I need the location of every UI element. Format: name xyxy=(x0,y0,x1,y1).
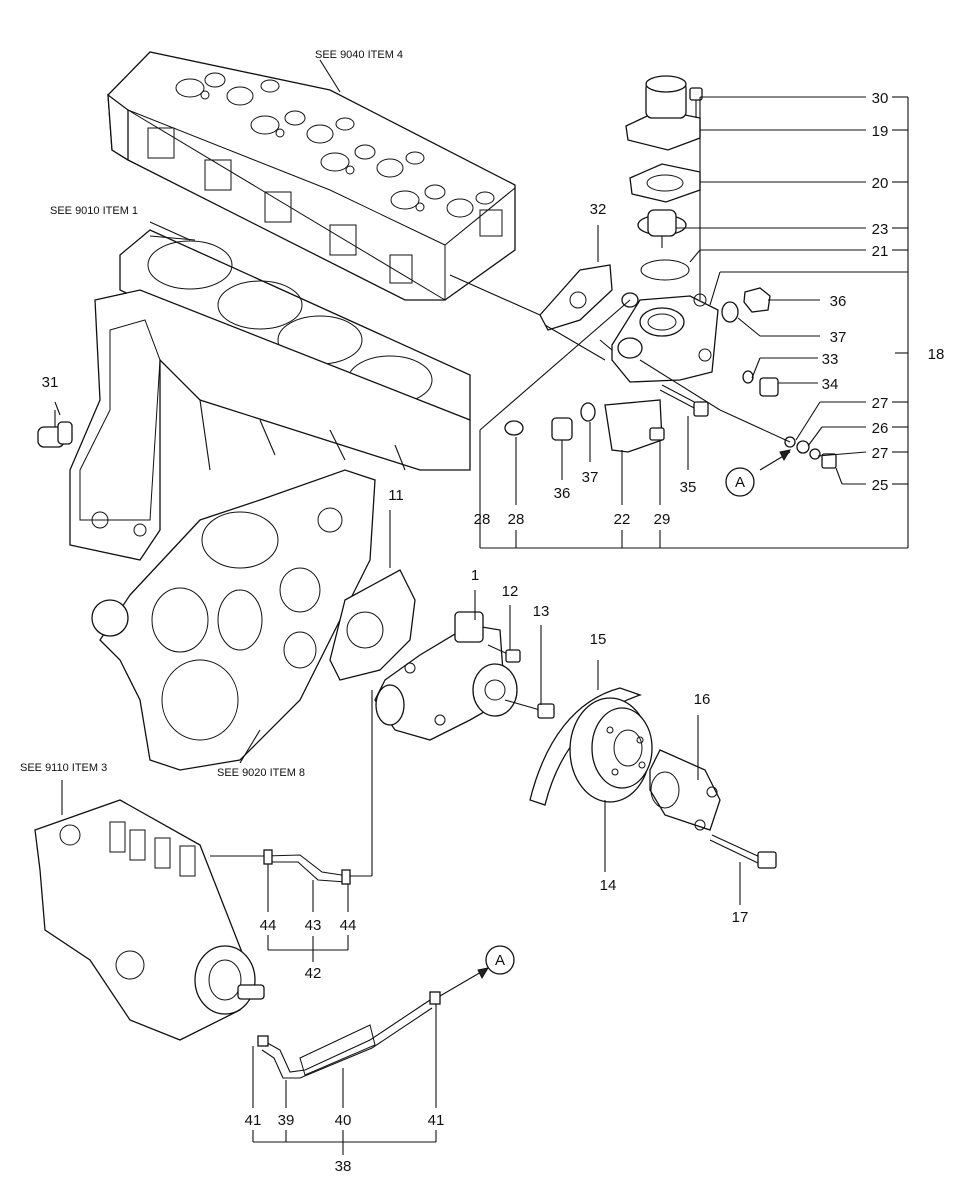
callout-41: 41 xyxy=(428,1112,445,1129)
ref-head-gasket: SEE 9010 ITEM 1 xyxy=(50,205,138,217)
ref-injection-pump: SEE 9110 ITEM 3 xyxy=(20,762,107,774)
callout-19: 19 xyxy=(872,123,889,140)
callout-14: 14 xyxy=(600,877,617,894)
bolt-13 xyxy=(504,699,555,719)
gear-case xyxy=(91,469,376,771)
callout-33: 33 xyxy=(822,351,839,368)
bolt-12 xyxy=(487,644,521,663)
connector-a-label: A xyxy=(495,952,505,969)
callout-39: 39 xyxy=(278,1112,295,1129)
leader-lines xyxy=(54,59,909,1155)
washer-37-lower xyxy=(580,402,596,422)
bolt-30 xyxy=(689,87,703,118)
callout-29: 29 xyxy=(654,511,671,528)
callout-27: 27 xyxy=(872,395,889,412)
callout-16: 16 xyxy=(694,691,711,708)
gear-case-gasket xyxy=(329,569,416,681)
callout-25: 25 xyxy=(872,477,889,494)
connector-a-pump: A xyxy=(725,467,755,497)
bracket-22 xyxy=(604,399,663,453)
gasket-32 xyxy=(539,264,613,331)
cylinder-block xyxy=(69,289,471,561)
plug-31 xyxy=(37,410,73,448)
callout-34: 34 xyxy=(822,376,839,393)
callout-42: 42 xyxy=(305,965,322,982)
callout-15: 15 xyxy=(590,631,607,648)
ref-gear-case: SEE 9020 ITEM 8 xyxy=(217,767,305,779)
banjo-fitting xyxy=(784,436,837,469)
callout-26: 26 xyxy=(872,420,889,437)
bolt-29 xyxy=(649,427,665,441)
thermostat-23 xyxy=(637,209,687,248)
callout-35: 35 xyxy=(680,479,697,496)
bolt-35 xyxy=(659,384,709,417)
callout-27: 27 xyxy=(872,445,889,462)
fuel-hose-43 xyxy=(210,849,372,885)
callout-12: 12 xyxy=(502,583,519,600)
cylinder-head xyxy=(107,51,516,301)
pulley xyxy=(569,697,653,803)
callout-44: 44 xyxy=(340,917,357,934)
callout-13: 13 xyxy=(533,603,550,620)
water-pump xyxy=(374,611,518,741)
callout-44: 44 xyxy=(260,917,277,934)
callout-21: 21 xyxy=(872,243,889,260)
arrow-heads xyxy=(477,449,792,980)
ref-cylinder-head: SEE 9040 ITEM 4 xyxy=(315,49,403,61)
connector-a-hose: A xyxy=(485,945,515,975)
washer-33 xyxy=(742,370,754,384)
callout-30: 30 xyxy=(872,90,889,107)
callout-31: 31 xyxy=(42,374,59,391)
callout-38: 38 xyxy=(335,1158,352,1175)
fan-spacer xyxy=(649,749,721,831)
callout-18: 18 xyxy=(928,346,945,363)
callout-36: 36 xyxy=(830,293,847,310)
callout-28: 28 xyxy=(508,511,525,528)
plug-34 xyxy=(759,377,779,397)
callout-20: 20 xyxy=(872,175,889,192)
callout-17: 17 xyxy=(732,909,749,926)
washer-37-upper xyxy=(721,301,739,323)
thermostat-housing xyxy=(611,293,719,383)
callout-40: 40 xyxy=(335,1112,352,1129)
callout-36: 36 xyxy=(554,485,571,502)
callout-11: 11 xyxy=(388,487,404,504)
thermostat-housing-cover xyxy=(625,75,701,151)
plug-36-upper xyxy=(743,287,771,313)
callout-32: 32 xyxy=(590,201,607,218)
thermostat-gasket-20 xyxy=(629,163,701,203)
connector-a-label: A xyxy=(735,474,745,491)
bolt-17 xyxy=(709,834,777,869)
plug-36-lower xyxy=(551,417,573,441)
o-ring-21 xyxy=(640,259,690,281)
callout-22: 22 xyxy=(614,511,631,528)
callout-23: 23 xyxy=(872,221,889,238)
callout-28: 28 xyxy=(474,511,491,528)
fuel-hose-40 xyxy=(257,991,441,1079)
callout-1: 1 xyxy=(471,567,479,584)
callout-37: 37 xyxy=(582,469,599,486)
callout-labels: 30 19 20 23 21 18 36 37 33 34 27 26 27 2… xyxy=(42,90,945,1175)
injection-pump xyxy=(34,799,265,1041)
callout-43: 43 xyxy=(305,917,322,934)
callout-37: 37 xyxy=(830,329,847,346)
callout-41: 41 xyxy=(245,1112,262,1129)
